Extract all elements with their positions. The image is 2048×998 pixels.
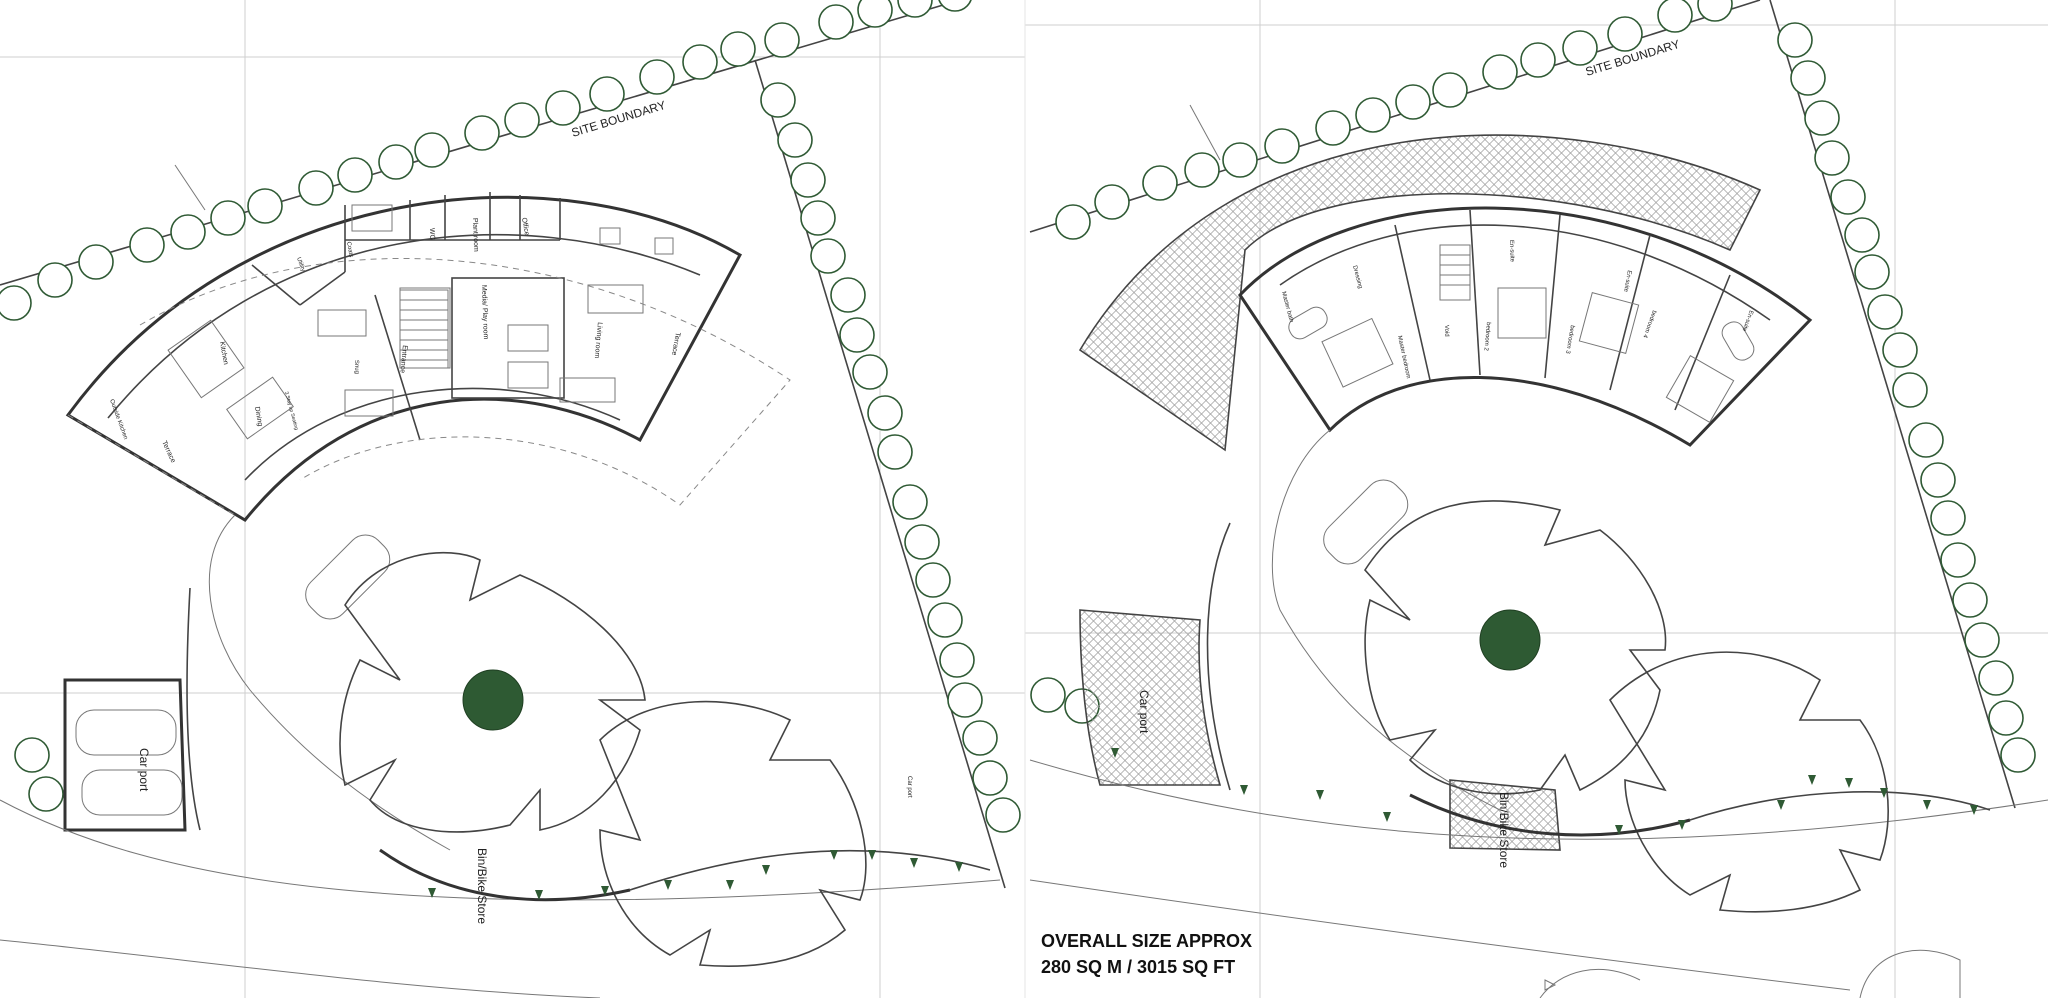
tree-row-top-left — [0, 0, 972, 321]
label-entrance: Entrance — [399, 345, 408, 374]
small-trees-left — [428, 850, 963, 900]
label-living-room: Living room — [593, 322, 603, 359]
label-bedroom-2: bedroom 2 — [1482, 322, 1491, 352]
label-bedroom-4: bedroom 4 — [1641, 309, 1657, 339]
tree-canopy-lower-left — [599, 700, 867, 968]
label-terrace-east: Terrace — [670, 332, 681, 356]
tree-row-top-right — [1055, 0, 1733, 240]
label-office: Office — [520, 217, 530, 236]
small-trees-right — [1111, 748, 1978, 835]
central-tree-right — [1363, 500, 1667, 795]
label-master-bedroom: Master bedroom — [1396, 335, 1411, 379]
label-master-bath: Master bath — [1280, 291, 1294, 323]
central-tree-left — [339, 551, 646, 833]
label-dressing: Dressing — [1351, 265, 1363, 289]
stair-right — [1439, 244, 1471, 301]
label-dining: Dining — [253, 406, 263, 427]
size-note-line1: OVERALL SIZE APPROX — [1041, 931, 1252, 951]
right-plan: SITE BOUNDARY Master bath Dressing Maste… — [1029, 0, 2048, 998]
label-bin-bike-store-left: Bin/Bike Store — [475, 848, 489, 924]
label-snug: Snug — [353, 360, 359, 374]
label-car-port-left: Car port — [137, 748, 151, 792]
label-seating: 3 Stay up Seating — [283, 391, 299, 431]
tree-row-right-left — [760, 82, 1021, 833]
tree-row-right-right — [1777, 22, 2036, 773]
label-void: Void — [1443, 325, 1449, 337]
label-ensuite-4: En-suite — [1740, 309, 1753, 332]
label-bedroom-3: bedroom 3 — [1564, 325, 1575, 355]
stair-left — [399, 289, 449, 369]
label-plant-room: Plant room — [471, 218, 479, 252]
label-kitchen: Kitchen — [218, 341, 229, 365]
label-bin-bike-store-right: Bin/Bike Store — [1497, 792, 1511, 868]
label-ensuite-3: En-suite — [1622, 270, 1632, 293]
left-plan: SITE BOUNDARY Plant room WC Office Coats… — [0, 0, 1021, 998]
label-media-play-room: Media/ Play room — [480, 285, 489, 340]
label-wc: WC — [428, 228, 435, 240]
label-ensuite-2: En-suite — [1508, 240, 1515, 263]
label-car-port-small-left: Car port — [906, 776, 912, 798]
tree-canopy-lower-right — [1608, 651, 1889, 913]
size-note-line2: 280 SQ M / 3015 SQ FT — [1041, 957, 1235, 977]
label-utility: Utility — [295, 257, 306, 273]
label-terrace-west: Terrace — [160, 440, 176, 464]
label-coats: Coats — [345, 241, 354, 257]
label-car-port-right: Car port — [1137, 690, 1151, 734]
